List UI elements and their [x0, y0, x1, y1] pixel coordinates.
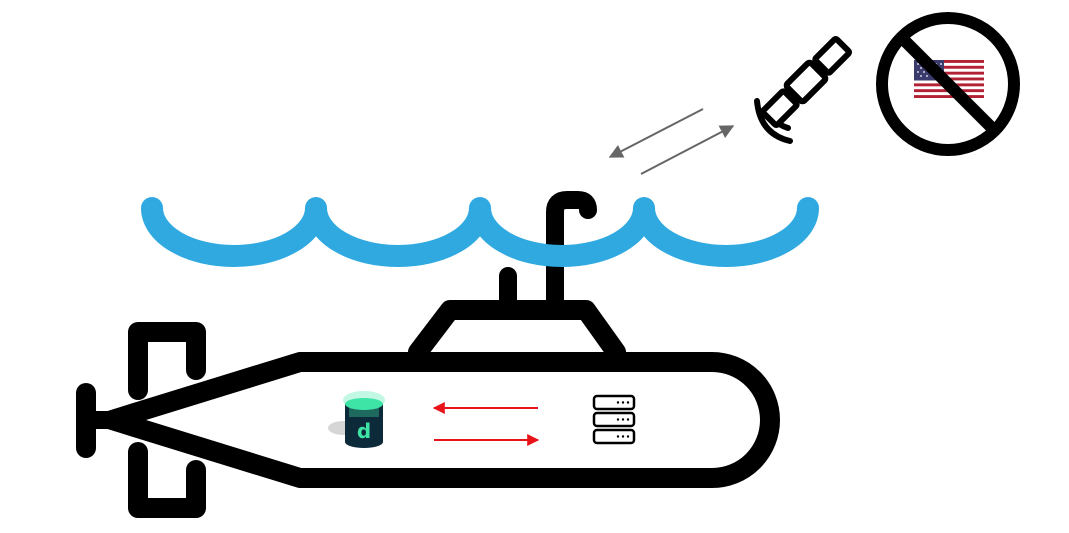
no-us-flag-icon	[876, 12, 1020, 156]
internal-data-arrows	[432, 402, 540, 446]
server-stack-icon	[592, 394, 636, 445]
submarine-hull	[102, 352, 780, 488]
arrow-downlink	[608, 108, 704, 158]
arrow-uplink	[640, 125, 735, 175]
water-surface-waves	[141, 197, 819, 267]
satellite-link-arrows	[608, 108, 735, 175]
periscope	[546, 191, 597, 317]
database-icon: d	[328, 391, 385, 448]
satellite-icon	[759, 35, 853, 129]
svg-text:d: d	[357, 419, 371, 443]
conning-tower	[408, 300, 626, 362]
tail-fins	[128, 322, 206, 518]
